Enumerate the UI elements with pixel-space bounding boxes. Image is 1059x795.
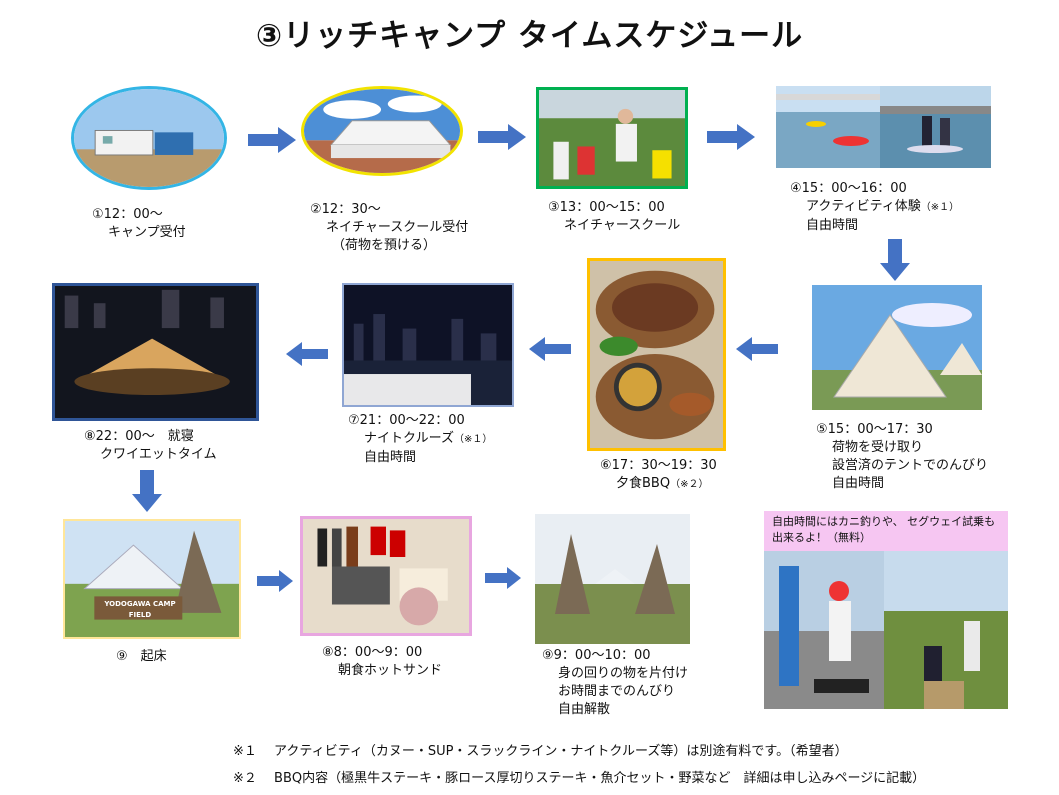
photo-crab-fishing	[884, 551, 1008, 709]
photo-night-tent	[52, 283, 259, 421]
step-caption: ⑤15：00〜17：30 荷物を受け取り 設営済のテントでのんびり 自由時間	[816, 422, 989, 491]
arrow-left	[736, 337, 778, 361]
step-caption: ⑧8：00〜9：00 朝食ホットサンド	[322, 645, 443, 678]
step-caption: ⑨ 起床	[116, 649, 167, 664]
photo-bbq	[587, 258, 726, 451]
arrow-right	[257, 570, 293, 592]
step-caption: ⑧22：00〜 就寝 クワイエットタイム	[84, 429, 217, 462]
step-caption: ①12：00〜 キャンプ受付	[92, 207, 186, 240]
photo-nature-school-reception	[301, 86, 463, 176]
free-time-callout: 自由時間にはカニ釣りや、 セグウェイ試乗も出来るよ！（無料）	[764, 511, 1008, 551]
camp-field-sign: YODOGAWA CAMP FIELD	[104, 600, 176, 619]
page-title: ③リッチキャンプ タイムスケジュール	[255, 18, 804, 54]
step-caption: ②12：30〜 ネイチャースクール受付 （荷物を預ける）	[310, 202, 469, 253]
footnote-2: ※２ BBQ内容（極黒牛ステーキ・豚ロース厚切りステーキ・魚介セット・野菜など …	[233, 771, 926, 786]
step-caption: ⑦21：00〜22：00 ナイトクルーズ（※１） 自由時間	[348, 413, 493, 465]
photo-nature-school	[536, 87, 688, 189]
step-caption: ④15：00〜16：00 アクティビティ体験（※１） 自由時間	[790, 181, 960, 233]
footnote-ref: （※１）	[920, 202, 960, 213]
arrow-down	[880, 239, 910, 281]
photo-segway	[764, 551, 884, 709]
photo-campfield-checkout	[535, 514, 690, 644]
photo-bell-tent	[812, 285, 982, 410]
photo-canoe	[776, 86, 880, 168]
arrow-right	[248, 127, 296, 153]
footnote-1: ※１ アクティビティ（カヌー・SUP・スラックライン・ナイトクルーズ等）は別途有…	[233, 744, 848, 759]
footnote-ref: （※１）	[453, 434, 493, 445]
step-caption: ⑥17：30〜19：30 夕食BBQ（※２）	[600, 458, 717, 491]
arrow-left	[286, 342, 328, 366]
photo-reception-office	[71, 86, 227, 190]
photo-wakeup-campfield: YODOGAWA CAMP FIELD	[63, 519, 241, 639]
arrow-down	[132, 470, 162, 512]
arrow-left	[529, 337, 571, 361]
arrow-right	[485, 567, 521, 589]
arrow-right	[707, 124, 755, 150]
photo-sup	[880, 86, 991, 168]
photo-night-cruise	[342, 283, 514, 407]
arrow-right	[478, 124, 526, 150]
photo-breakfast-hotsand	[300, 516, 472, 636]
step-caption: ③13：00〜15：00 ネイチャースクール	[548, 200, 681, 233]
footnote-ref: （※２）	[670, 479, 709, 490]
step-caption: ⑨9：00〜10：00 身の回りの物を片付け お時間までのんびり 自由解散	[542, 648, 689, 717]
